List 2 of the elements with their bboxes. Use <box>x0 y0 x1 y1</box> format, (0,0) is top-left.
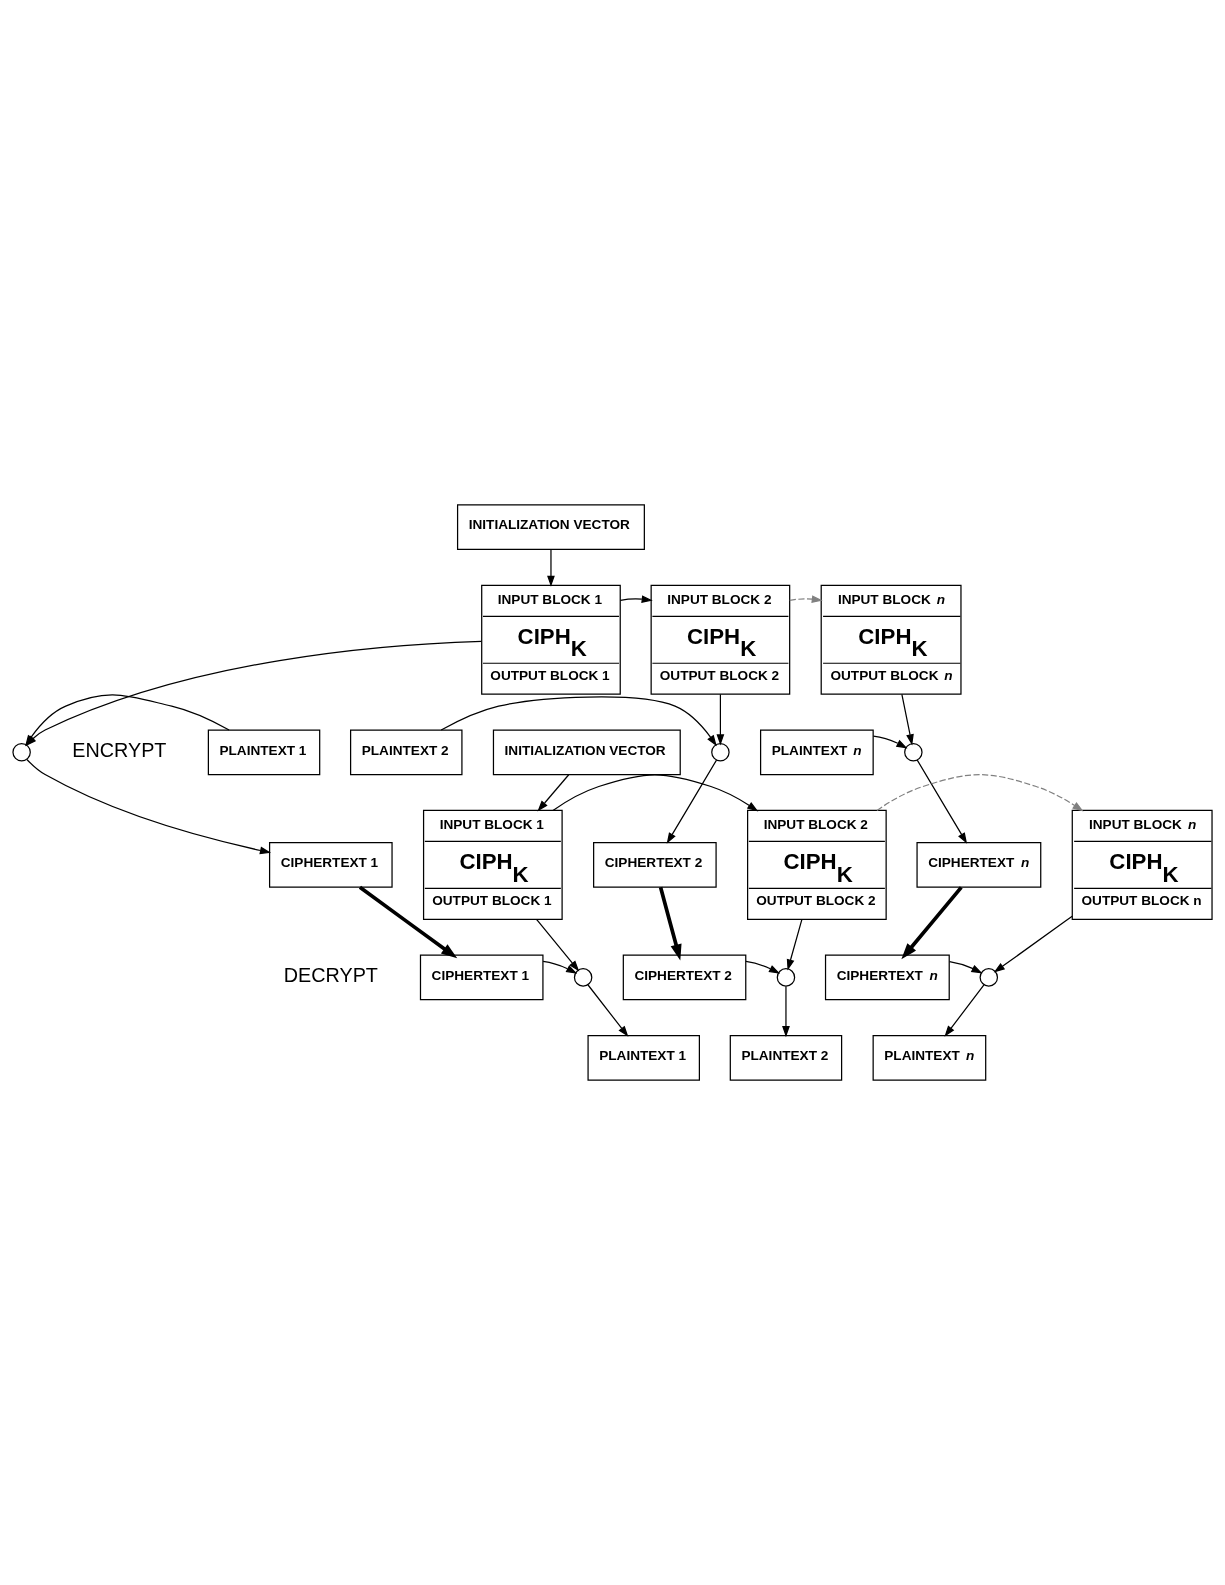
label: DECRYPT <box>283 964 378 987</box>
label: ENCRYPT <box>72 739 167 761</box>
